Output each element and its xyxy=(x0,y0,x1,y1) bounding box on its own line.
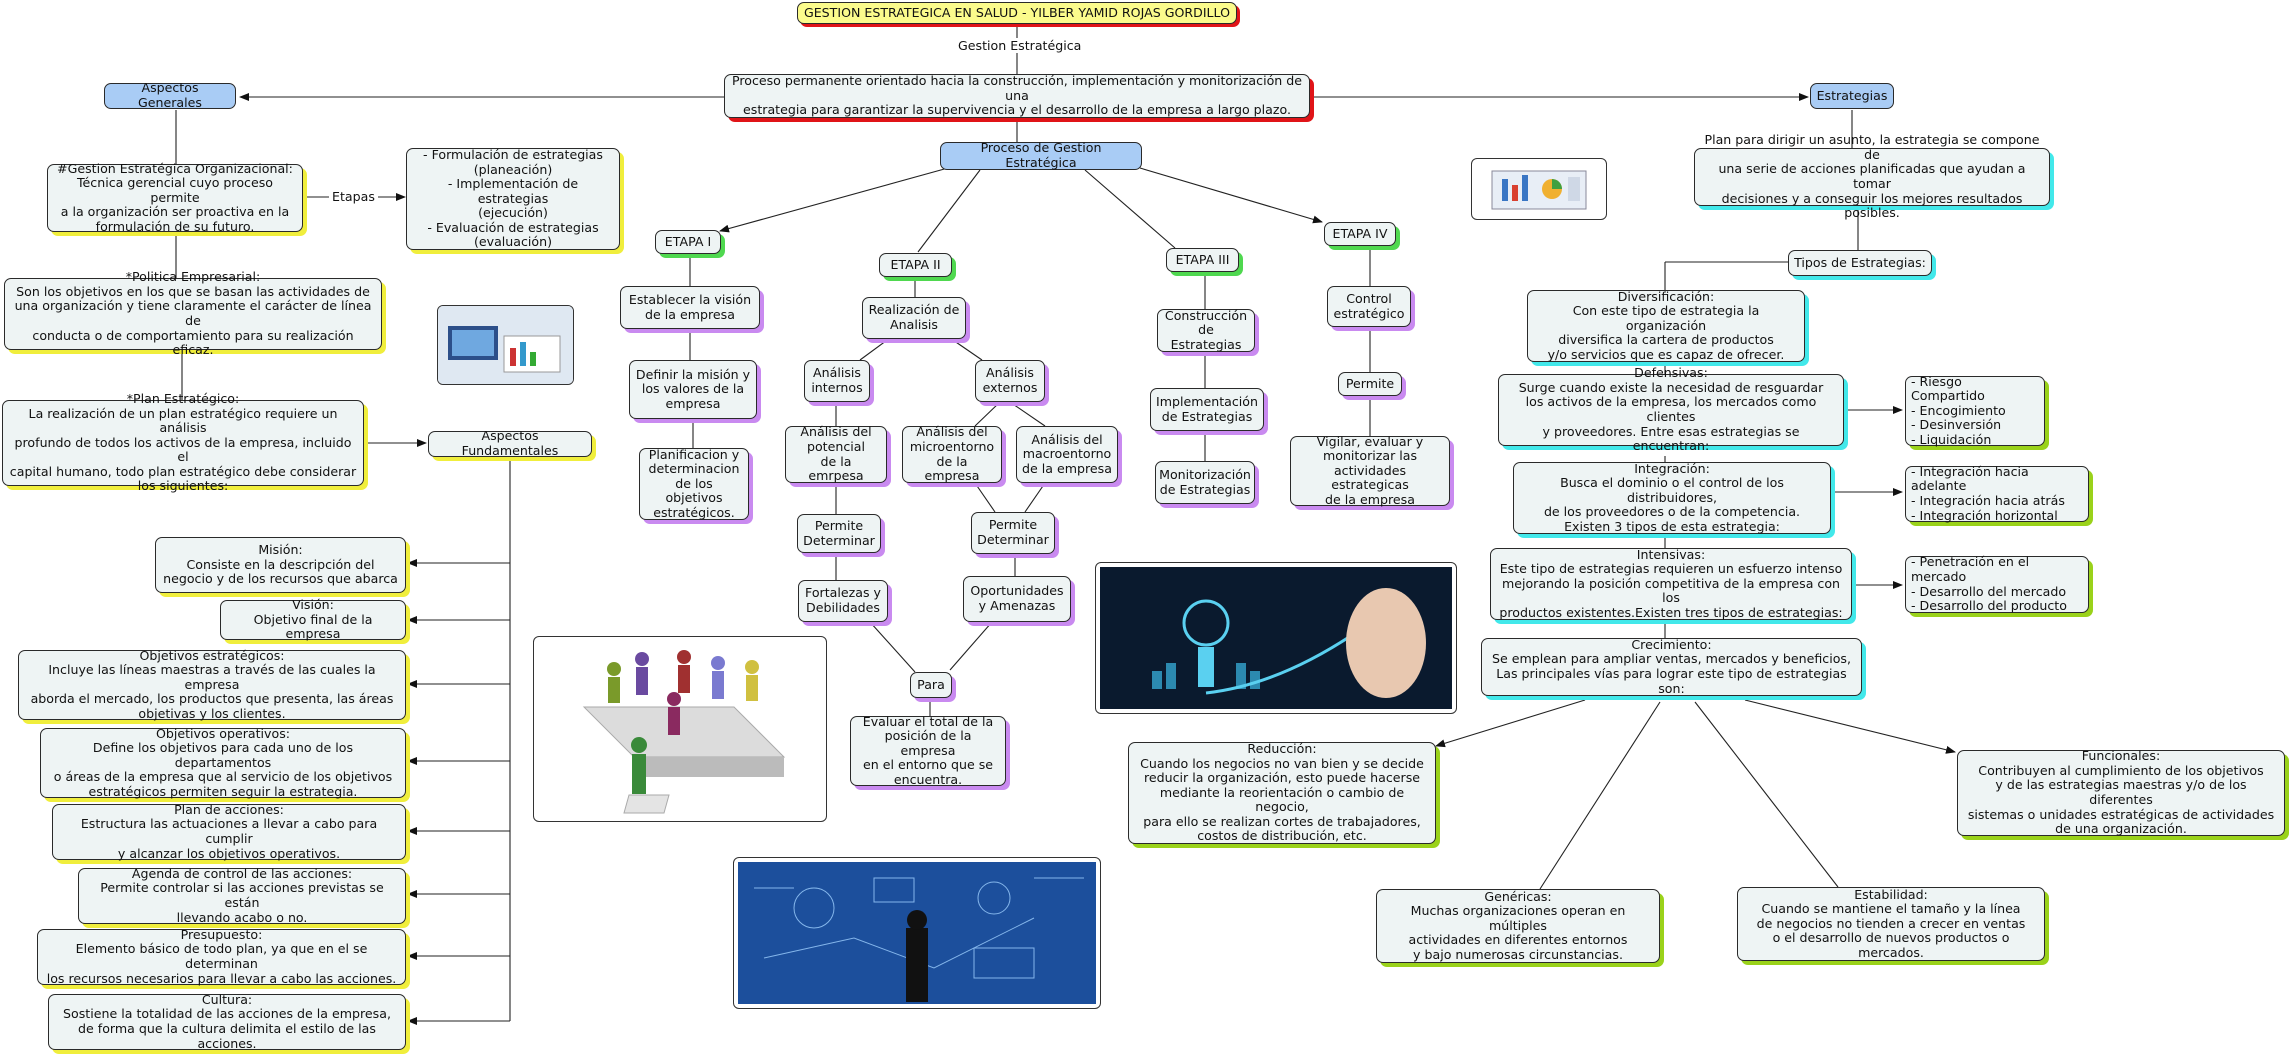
objetivos-operativos-node[interactable]: Objetivos operativos: Define los objetiv… xyxy=(40,726,406,799)
analisis-microentorno-node[interactable]: Análisis del microentorno de la empresa xyxy=(902,425,1002,483)
evaluar-posicion-node[interactable]: Evaluar el total de la posición de la em… xyxy=(850,714,1006,787)
plan-acciones-node[interactable]: Plan de acciones: Estructura las actuaci… xyxy=(52,802,406,860)
tipos-estrategias-node[interactable]: Tipos de Estrategias: xyxy=(1788,250,1932,276)
objetivos-estrategicos-node[interactable]: Objetivos estratégicos: Incluye las líne… xyxy=(18,648,406,721)
oportunidades-amenazas-node[interactable]: Oportunidades y Amenazas xyxy=(963,576,1071,622)
analisis-macroentorno-node[interactable]: Análisis del macroentorno de la empresa xyxy=(1016,426,1118,483)
etapa1-item-mision[interactable]: Definir la misión y los valores de la em… xyxy=(629,360,757,419)
agenda-control-node[interactable]: Agenda de control de las acciones: Permi… xyxy=(78,866,406,924)
etapa-1-node[interactable]: ETAPA I xyxy=(655,230,721,254)
link-gestion-estrategica: Gestion Estratégica xyxy=(955,38,1085,53)
strategy-hand-image xyxy=(1095,562,1457,714)
estrategia-definition-node[interactable]: Plan para dirigir un asunto, la estrateg… xyxy=(1694,132,2050,220)
business-desk-image xyxy=(437,305,574,385)
estabilidad-node[interactable]: Estabilidad: Cuando se mantiene el tamañ… xyxy=(1737,887,2045,961)
permite-determinar-1[interactable]: Permite Determinar xyxy=(797,514,881,553)
vigilar-node[interactable]: Vigilar, evaluar y monitorizar las activ… xyxy=(1290,434,1450,507)
vision-node[interactable]: Visión: Objetivo final de la empresa xyxy=(220,597,406,641)
aspectos-generales-node[interactable]: Aspectos Generales xyxy=(104,81,236,110)
definition-node[interactable]: Proceso permanente orientado hacia la co… xyxy=(724,73,1310,118)
control-estrategico-node[interactable]: Control estratégico xyxy=(1327,286,1411,327)
permite-node[interactable]: Permite xyxy=(1338,372,1402,396)
crecimiento-node[interactable]: Crecimiento: Se emplean para ampliar ven… xyxy=(1481,637,1862,696)
plan-estrategico-node[interactable]: *Plan Estratégico: La realización de un … xyxy=(2,391,364,493)
etapas-list-node[interactable]: - Formulación de estrategias (planeación… xyxy=(406,147,620,250)
funcionales-node[interactable]: Funcionales: Contribuyen al cumplimiento… xyxy=(1957,748,2285,836)
etapa-2-node[interactable]: ETAPA II xyxy=(879,253,952,277)
mision-node[interactable]: Misión: Consiste en la descripción del n… xyxy=(155,537,406,593)
integracion-node[interactable]: Integración: Busca el dominio o el contr… xyxy=(1513,461,1831,534)
digital-strategy-image xyxy=(733,857,1101,1009)
link-etapas: Etapas xyxy=(329,189,378,204)
aspectos-fundamentales-node[interactable]: Aspectos Fundamentales xyxy=(428,429,592,458)
implementacion-estrategias-node[interactable]: Implementación de Estrategias xyxy=(1150,388,1264,431)
realizacion-analisis-node[interactable]: Realización de Analisis xyxy=(862,297,966,339)
etapa-3-node[interactable]: ETAPA III xyxy=(1166,248,1239,272)
politica-empresarial-node[interactable]: *Politica Empresarial: Son los objetivos… xyxy=(4,269,382,357)
estrategias-node[interactable]: Estrategias xyxy=(1810,83,1894,109)
integracion-list-node[interactable]: - Integración hacia adelante - Integraci… xyxy=(1905,464,2089,522)
map-title: GESTION ESTRATEGICA EN SALUD - YILBER YA… xyxy=(797,2,1237,24)
monitorizacion-estrategias-node[interactable]: Monitorización de Estrategias xyxy=(1155,461,1255,504)
presupuesto-node[interactable]: Presupuesto: Elemento básico de todo pla… xyxy=(37,927,406,985)
puzzle-people-image xyxy=(533,636,827,822)
analisis-externos-node[interactable]: Análisis externos xyxy=(975,360,1045,402)
genericas-node[interactable]: Genéricas: Muchas organizaciones operan … xyxy=(1376,889,1660,963)
intensivas-node[interactable]: Intensivas: Este tipo de estrategias req… xyxy=(1490,547,1852,620)
analisis-potencial-node[interactable]: Análisis del potencial de la emrpesa xyxy=(785,425,887,483)
dashboard-report-image xyxy=(1471,158,1607,220)
intensivas-list-node[interactable]: - Penetración en el mercado - Desarrollo… xyxy=(1905,555,2089,613)
defensivas-node[interactable]: Defensivas: Surge cuando existe la neces… xyxy=(1498,365,1844,453)
diversificacion-node[interactable]: Diversificación: Con este tipo de estrat… xyxy=(1527,289,1805,362)
cultura-node[interactable]: Cultura: Sostiene la totalidad de las ac… xyxy=(48,992,406,1050)
etapa-4-node[interactable]: ETAPA IV xyxy=(1324,222,1396,246)
permite-determinar-2[interactable]: Permite Determinar xyxy=(971,512,1055,554)
etapa1-item-objetivos[interactable]: Planificacion y determinacion de los obj… xyxy=(639,447,749,520)
reduccion-node[interactable]: Reducción: Cuando los negocios no van bi… xyxy=(1128,741,1436,844)
analisis-internos-node[interactable]: Análisis internos xyxy=(804,360,870,402)
proceso-node[interactable]: Proceso de Gestion Estratégica xyxy=(940,141,1142,170)
para-node[interactable]: Para xyxy=(910,672,952,698)
gestion-organizacional-node[interactable]: #Gestion Estratégica Organizacional: Téc… xyxy=(47,161,303,234)
etapa1-item-vision[interactable]: Establecer la visión de la empresa xyxy=(620,286,760,329)
defensivas-list-node[interactable]: - Riesgo Compartido - Encogimiento - Des… xyxy=(1905,374,2045,447)
construccion-estrategias-node[interactable]: Construcción de Estrategias xyxy=(1157,308,1255,352)
fortalezas-debilidades-node[interactable]: Fortalezas y Debilidades xyxy=(798,580,888,622)
